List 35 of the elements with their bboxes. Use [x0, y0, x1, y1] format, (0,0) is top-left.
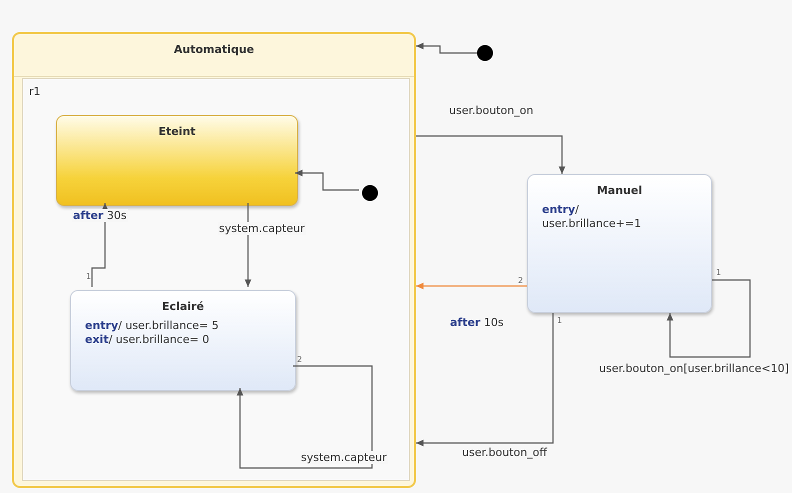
- state-action: exit/ user.brillance= 0: [85, 333, 210, 346]
- region-name: r1: [29, 85, 41, 98]
- transition-arrow: [416, 135, 566, 174]
- state-action: entry/ user.brillance+=1: [542, 203, 642, 231]
- edge-label: user.bouton_on: [448, 104, 534, 117]
- priority-number: 2: [518, 276, 524, 285]
- transition-arrow: [236, 365, 373, 469]
- state-name: Automatique: [172, 43, 256, 56]
- edge-label: after 30s: [72, 209, 128, 222]
- transition-arrow: [91, 203, 108, 287]
- transition-arrow: [295, 170, 359, 191]
- state-action: entry/ user.brillance= 5: [85, 319, 219, 332]
- initial-state-circle: [362, 185, 378, 201]
- transition-arrow: [416, 42, 477, 54]
- transition-arrow: [416, 313, 554, 446]
- priority-number: 2: [297, 355, 302, 364]
- edge-label: system.capteur: [218, 222, 306, 235]
- edge-label: after 10s: [449, 316, 505, 329]
- priority-number: 1: [716, 268, 722, 277]
- transition-arrow: [416, 282, 527, 290]
- edge-label: user.bouton_off: [461, 446, 548, 459]
- state-name: Manuel: [596, 184, 644, 197]
- state-box: [527, 174, 712, 313]
- region-box: [22, 78, 410, 481]
- initial-state-circle: [477, 45, 493, 61]
- state-box: [70, 290, 296, 391]
- state-name: Eclairé: [161, 300, 205, 313]
- edge-label: system.capteur: [300, 451, 388, 464]
- priority-number: 1: [86, 272, 92, 281]
- state-box: [56, 115, 298, 206]
- priority-number: 1: [557, 316, 562, 325]
- composite-state: [12, 32, 416, 488]
- state-name: Eteint: [157, 125, 197, 138]
- edge-label: user.bouton_on[user.brillance<10]: [598, 362, 790, 375]
- transition-arrow: [666, 279, 751, 358]
